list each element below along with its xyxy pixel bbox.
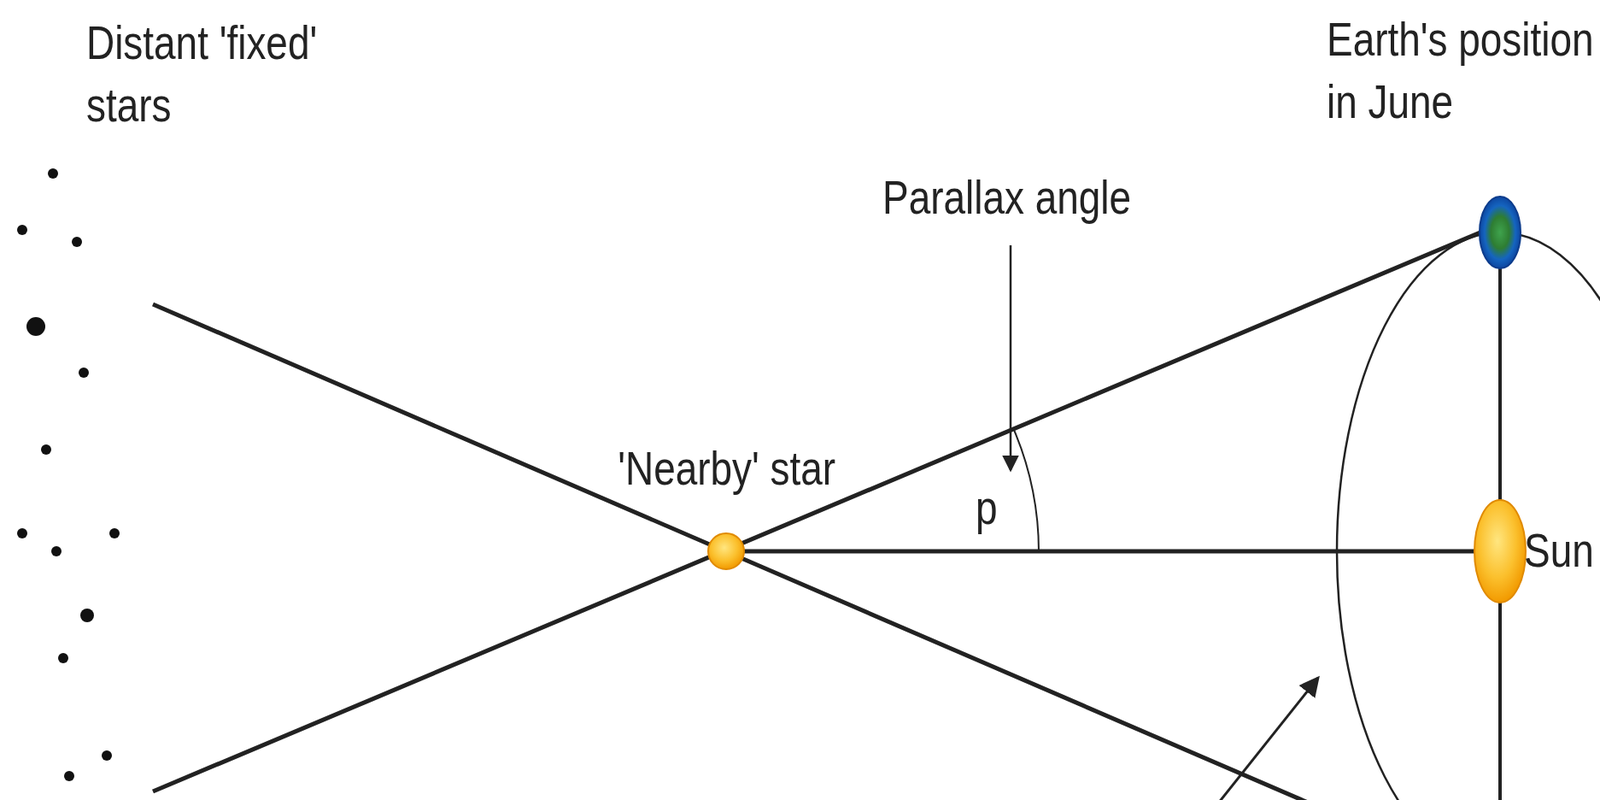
star-dot [101, 750, 112, 761]
star-dot [47, 168, 59, 179]
position-label: Earth's position in June [1326, 8, 1600, 134]
nearby-star [708, 533, 745, 569]
angle-label: Parallax angle [882, 166, 1177, 229]
sight-line [152, 231, 1483, 792]
star-dot [78, 367, 89, 378]
leader-arrow [1204, 677, 1319, 800]
leader-arrow [1009, 245, 1013, 470]
region-label: Distant 'fixed' stars [86, 11, 329, 137]
angle-symbol: p [975, 476, 998, 540]
star-dot [80, 608, 94, 622]
star-dot [41, 444, 52, 455]
star-dot [64, 770, 75, 781]
sun-symbol [1474, 499, 1526, 603]
earth-symbol [1479, 196, 1521, 269]
star-dot [58, 652, 69, 663]
star-label: 'Nearby' star [615, 437, 839, 500]
baseline-line [726, 549, 1478, 554]
star-dot [71, 236, 83, 247]
star-dot [109, 527, 120, 539]
angle-arc [1013, 429, 1039, 551]
star-dot [17, 527, 28, 539]
earth-orbit [1336, 232, 1600, 800]
sun-label: Sun [1523, 519, 1595, 582]
star-dot [51, 545, 62, 557]
star-dot [17, 224, 28, 235]
star-dot [26, 316, 46, 336]
fixed-stars [17, 168, 120, 781]
